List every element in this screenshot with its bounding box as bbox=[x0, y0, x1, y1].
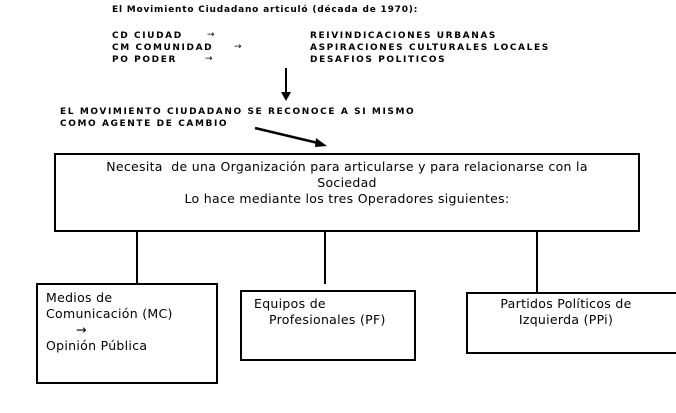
main-line1: Necesita de una Organización para articu… bbox=[106, 159, 588, 174]
ppi-line2: Izquierda (PPi) bbox=[518, 312, 614, 327]
mc-line3: Opinión Pública bbox=[46, 338, 148, 353]
header-text: El Movimiento Ciudadano articuló (década… bbox=[112, 5, 419, 15]
row-right: REIVINDICACIONES URBANAS bbox=[310, 31, 498, 41]
connector-line bbox=[536, 231, 538, 294]
row-left: CD CIUDAD bbox=[112, 31, 183, 41]
arrow-icon: → bbox=[76, 322, 87, 337]
operator-box-ppi: Partidos Políticos de Izquierda (PPi) bbox=[466, 292, 676, 354]
main-line3: Lo hace mediante los tres Operadores sig… bbox=[184, 191, 510, 206]
mc-line1: Medios de bbox=[46, 290, 113, 305]
pf-line2: Profesionales (PF) bbox=[269, 312, 386, 327]
arrow-icon: → bbox=[205, 54, 215, 64]
operator-box-mc: Medios de Comunicación (MC) → Opinión Pú… bbox=[36, 283, 218, 384]
row-left: CM COMUNIDAD bbox=[112, 43, 214, 53]
row-left: PO PODER bbox=[112, 55, 177, 65]
main-line2: Sociedad bbox=[317, 175, 377, 190]
pf-line1: Equipos de bbox=[254, 296, 326, 311]
row-right: DESAFIOS POLITICOS bbox=[310, 55, 447, 65]
mc-line2: Comunicación (MC) bbox=[46, 306, 173, 321]
arrow-icon: → bbox=[207, 30, 217, 40]
connector-line bbox=[136, 231, 138, 284]
operator-box-pf: Equipos de Profesionales (PF) bbox=[240, 290, 416, 361]
agent-line1: EL MOVIMIENTO CIUDADANO SE RECONOCE A SI… bbox=[60, 107, 416, 117]
row-right: ASPIRACIONES CULTURALES LOCALES bbox=[310, 43, 550, 53]
arrow-icon: → bbox=[234, 42, 244, 52]
agent-line2: COMO AGENTE DE CAMBIO bbox=[60, 119, 229, 129]
connector-line bbox=[324, 231, 326, 284]
ppi-line1: Partidos Políticos de bbox=[500, 296, 632, 311]
main-box: Necesita de una Organización para articu… bbox=[54, 153, 640, 232]
